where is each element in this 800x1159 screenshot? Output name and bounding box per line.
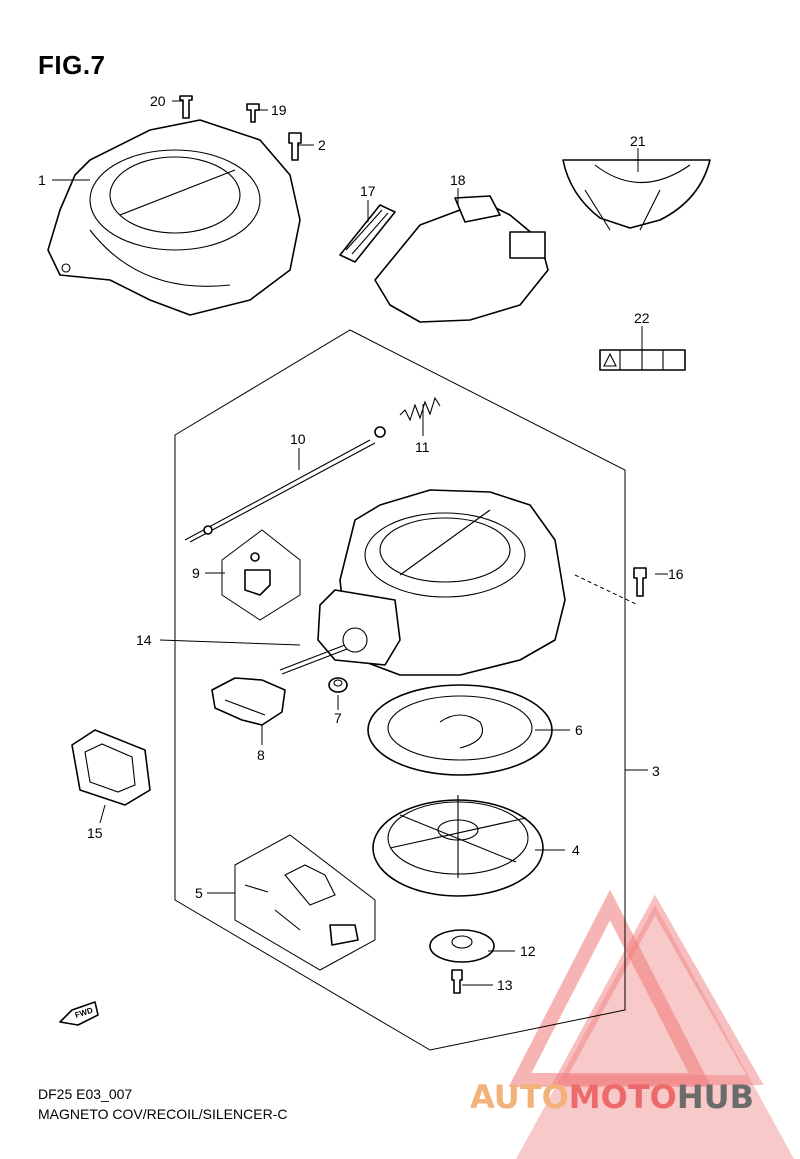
diagram-code: DF25 E03_007 <box>38 1086 133 1102</box>
part-15-seal <box>71 729 151 806</box>
part-1-magneto-cover <box>47 119 301 316</box>
callout-12: 12 <box>520 943 536 959</box>
part-16-bolt <box>574 567 647 606</box>
leader-lines <box>52 100 668 986</box>
callout-5: 5 <box>195 885 203 901</box>
part-20-screw <box>179 95 193 119</box>
callout-2: 2 <box>318 137 326 153</box>
part-11-spring <box>399 396 441 422</box>
part-17-silencer-grille <box>339 204 396 263</box>
diagram-name: MAGNETO COV/RECOIL/SILENCER-C <box>38 1106 288 1122</box>
callout-labels: 1 2 3 4 5 6 7 8 9 10 11 12 13 14 15 16 1… <box>38 93 684 993</box>
callout-7: 7 <box>334 710 342 726</box>
callout-16: 16 <box>668 566 684 582</box>
part-9-lock-assembly <box>221 529 301 621</box>
part-8-handle <box>211 677 286 726</box>
callout-11: 11 <box>415 439 430 455</box>
callout-13: 13 <box>497 977 513 993</box>
part-13-bolt <box>451 969 463 994</box>
part-14-rope <box>279 644 348 675</box>
callout-6: 6 <box>575 722 583 738</box>
callout-14: 14 <box>136 632 152 648</box>
callout-15: 15 <box>87 825 103 841</box>
part-6-recoil-spring <box>367 684 553 776</box>
part-12-cap <box>429 929 495 963</box>
watermark-text: AUTOMOTOHUB <box>470 1078 754 1116</box>
part-3-kit-outline <box>174 329 626 1051</box>
callout-4: 4 <box>572 842 580 858</box>
watermark-logo <box>508 889 794 1159</box>
callout-9: 9 <box>192 565 200 581</box>
part-2-bolt <box>288 132 302 161</box>
part-10-cable <box>184 426 386 543</box>
part-4-reel <box>372 795 544 897</box>
callout-21: 21 <box>630 133 646 149</box>
callout-20: 20 <box>150 93 166 109</box>
callout-17: 17 <box>360 183 376 199</box>
callout-18: 18 <box>450 172 466 188</box>
callout-8: 8 <box>257 747 265 763</box>
part-18-silencer <box>374 195 549 323</box>
watermark-auto: AUTO <box>470 1078 569 1116</box>
part-7-bushing <box>328 677 348 693</box>
figure-title: FIG.7 <box>38 50 106 80</box>
callout-22: 22 <box>634 310 650 326</box>
callout-3: 3 <box>652 763 660 779</box>
watermark-moto: MOTO <box>569 1078 677 1116</box>
svg-text:AUTOMOTOHUB: AUTOMOTOHUB <box>470 1078 754 1116</box>
part-21-decal <box>562 159 711 231</box>
part-22-warning-label <box>599 349 686 371</box>
callout-10: 10 <box>290 431 306 447</box>
callout-19: 19 <box>271 102 287 118</box>
part-5-ratchet-kit <box>234 834 376 971</box>
callout-1: 1 <box>38 172 46 188</box>
part-19-clip <box>246 103 260 123</box>
watermark-hub: HUB <box>677 1078 754 1116</box>
fwd-arrow-icon: FWD <box>59 1001 99 1026</box>
recoil-housing <box>317 489 566 676</box>
